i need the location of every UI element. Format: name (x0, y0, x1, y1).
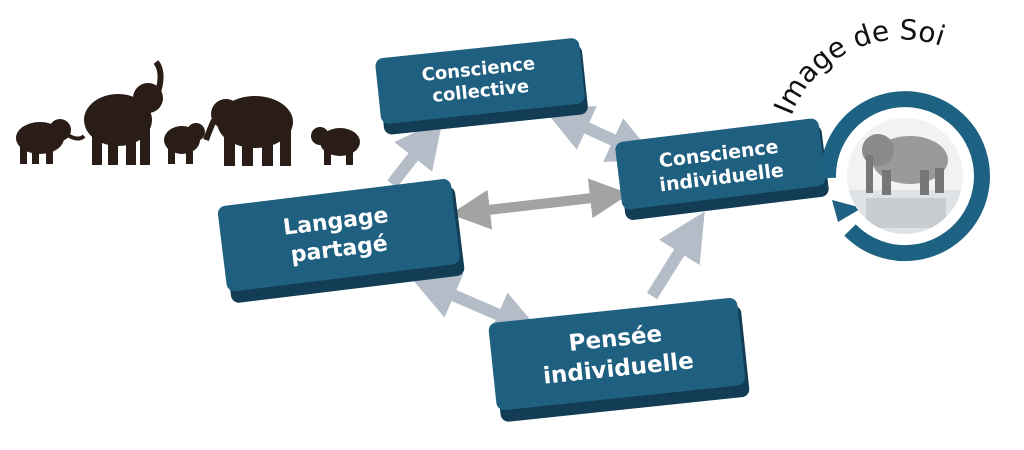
arrow-langage-pensee (409, 273, 543, 337)
loop-arrowhead-icon (832, 200, 862, 222)
node-langage-partage: Langage partagé (217, 179, 465, 303)
arrow-langage-collective (387, 119, 443, 188)
elephant-sketch-image (847, 118, 963, 234)
node-conscience-collective: Conscience collective (375, 38, 588, 135)
arrow-langage-individuelle (450, 178, 630, 230)
node-conscience-individuelle: Conscience individuelle (615, 118, 829, 220)
node-pensee-individuelle: Pensée individuelle (488, 297, 750, 422)
arrow-pensee-individuelle (646, 211, 705, 300)
elephant-herd-icon (16, 60, 360, 166)
